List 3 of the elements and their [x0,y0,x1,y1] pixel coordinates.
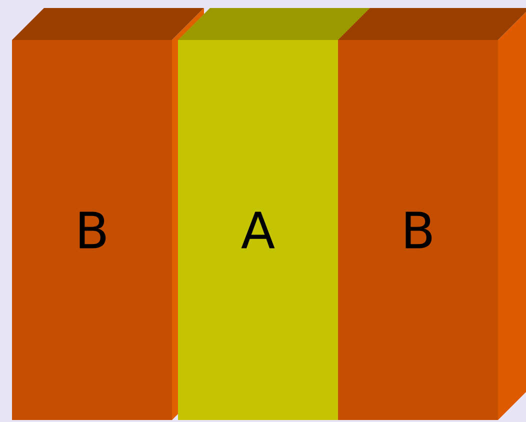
slab: B [338,8,526,420]
slab: A [178,8,370,420]
slab: B [12,8,204,420]
